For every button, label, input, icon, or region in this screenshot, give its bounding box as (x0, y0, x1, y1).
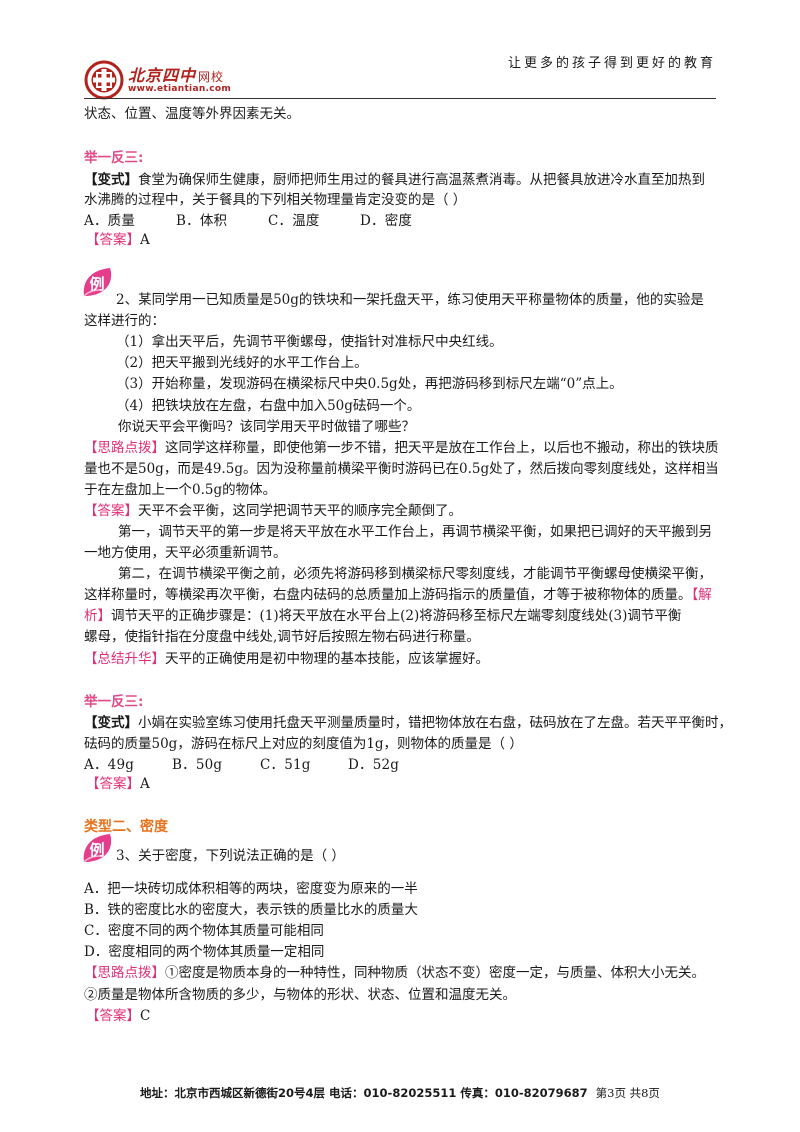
analysis-line: 析】调节天平的正确步骤是：(1)将天平放在水平台上(2)将游码移至标尺左端零刻度… (84, 608, 682, 624)
step-3: （3）开始称量，发现游码在横梁标尺中央0.5g处，再把游码移到标尺左端“0”点上… (116, 376, 623, 392)
choice-a: A．把一块砖切成体积相等的两块，密度变为原来的一半 (84, 881, 418, 897)
variant-options-2: A．49g B．50g C．51g D．52g (84, 755, 399, 775)
variant-question-cont: 水沸腾的过程中，关于餐具的下列相关物理量肯定没变的是（ ） (84, 192, 467, 208)
option-d: D．52g (348, 757, 400, 773)
example-2-question-cont: 这样进行的： (84, 313, 165, 329)
example-3-question: 3、关于密度，下列说法正确的是（ ） (116, 848, 345, 864)
variant-question-2-cont: 砝码的质量50g，游码在标尺上对应的刻度值为1g，则物体的质量是（ ） (84, 736, 523, 752)
type-heading: 类型二、密度 (84, 819, 168, 835)
example-2-ask: 你说天平会平衡吗？该同学用天平时做错了哪些？ (118, 419, 415, 435)
option-c: C．51g (260, 757, 311, 773)
badge-char: 例 (89, 275, 104, 293)
seal-icon (84, 60, 124, 100)
paragraph-second-cont: 这样称量时，等横梁再次平衡，右盘内砝码的总质量加上游码指示的质量值，才等于被称物… (84, 587, 712, 603)
intro-line: 状态、位置、温度等外界因素无关。 (84, 106, 300, 122)
answer-line-2: 【答案】天平不会平衡，这同学把调节天平的顺序完全颠倒了。 (84, 503, 462, 519)
option-d: D．密度 (360, 213, 413, 229)
page-footer: 地址：北京市西城区新德街20号4层 电话：010-82025511 传真：010… (0, 1085, 800, 1101)
summary-line: 【总结升华】天平的正确使用是初中物理的基本技能，应该掌握好。 (84, 651, 489, 667)
step-4: （4）把铁块放在左盘，右盘中加入50g砝码一个。 (116, 398, 421, 414)
paragraph-second: 第二，在调节横梁平衡之前，必须先将游码移到横梁标尺零刻度线，才能调节平衡螺母使横… (118, 566, 712, 582)
step-1: （1）拿出天平后，先调节平衡螺母，使指针对准标尺中央红线。 (116, 334, 503, 350)
hint-line: 【思路点拨】这同学这样称量，即使他第一步不错，把天平是放在工作台上，以后也不搬动… (84, 440, 719, 456)
page-number: 第3页 共8页 (595, 1086, 660, 1100)
choice-d: D．密度相同的两个物体其质量一定相同 (84, 944, 325, 960)
choice-c: C．密度不同的两个物体其质量可能相同 (84, 923, 324, 939)
header-rule (84, 98, 716, 99)
hint-line-2: 量也不是50g，而是49.5g。因为没称量前横梁平衡时游码已在0.5g处了，然后… (84, 461, 719, 477)
paragraph-first: 第一，调节天平的第一步是将天平放在水平工作台上，再调节横梁平衡，如果把已调好的天… (118, 524, 712, 540)
section-heading-2: 举一反三: (84, 694, 144, 710)
badge-char: 例 (89, 841, 104, 859)
choice-b: B．铁的密度比水的密度大，表示铁的质量比水的质量大 (84, 902, 418, 918)
hint-line-3: 于在左盘加上一个0.5g的物体。 (84, 482, 277, 498)
step-2: （2）把天平搬到光线好的水平工作台上。 (116, 355, 368, 371)
option-c: C．温度 (268, 213, 320, 229)
answer-line-3: 【答案】A (86, 776, 150, 792)
option-a: A．49g (84, 757, 135, 773)
example-badge-icon: 例 (83, 834, 112, 863)
variant-options: A．质量 B．体积 C．温度 D．密度 (84, 211, 412, 231)
paragraph-first-cont: 一地方使用，天平必须重新调节。 (84, 545, 287, 561)
section-heading: 举一反三: (84, 150, 144, 166)
brand-name: 北京四中网校 (128, 66, 225, 85)
header-slogan: 让更多的孩子得到更好的教育 (507, 56, 716, 71)
analysis-line-2: 螺母，使指针指在分度盘中线处,调节好后按照左物右码进行称量。 (84, 629, 480, 645)
variant-question: 【变式】食堂为确保师生健康，厨师把师生用过的餐具进行高温蒸煮消毒。从把餐具放进冷… (84, 172, 705, 188)
answer-line-4: 【答案】C (86, 1008, 151, 1024)
variant-question-2: 【变式】小娟在实验室练习使用托盘天平测量质量时，错把物体放在右盘，砝码放在了左盘… (84, 715, 732, 731)
example-2-question: 2、某同学用一已知质量是50g的铁块和一架托盘天平，练习使用天平称量物体的质量，… (116, 292, 704, 308)
answer-line: 【答案】A (86, 232, 150, 248)
option-b: B．体积 (176, 213, 228, 229)
option-a: A．质量 (84, 213, 136, 229)
school-logo: 北京四中网校 www.etiantian.com (84, 60, 344, 104)
option-b: B．50g (172, 757, 223, 773)
hint-line-ex3: 【思路点拨】①密度是物质本身的一种特性，同种物质（状态不变）密度一定，与质量、体… (84, 965, 705, 981)
brand-url: www.etiantian.com (128, 84, 232, 94)
example-badge-icon: 例 (83, 268, 112, 297)
footer-contact: 地址：北京市西城区新德街20号4层 电话：010-82025511 传真：010… (140, 1086, 588, 1100)
hint-line-ex3-2: ②质量是物体所含物质的多少，与物体的形状、状态、位置和温度无关。 (84, 987, 516, 1003)
